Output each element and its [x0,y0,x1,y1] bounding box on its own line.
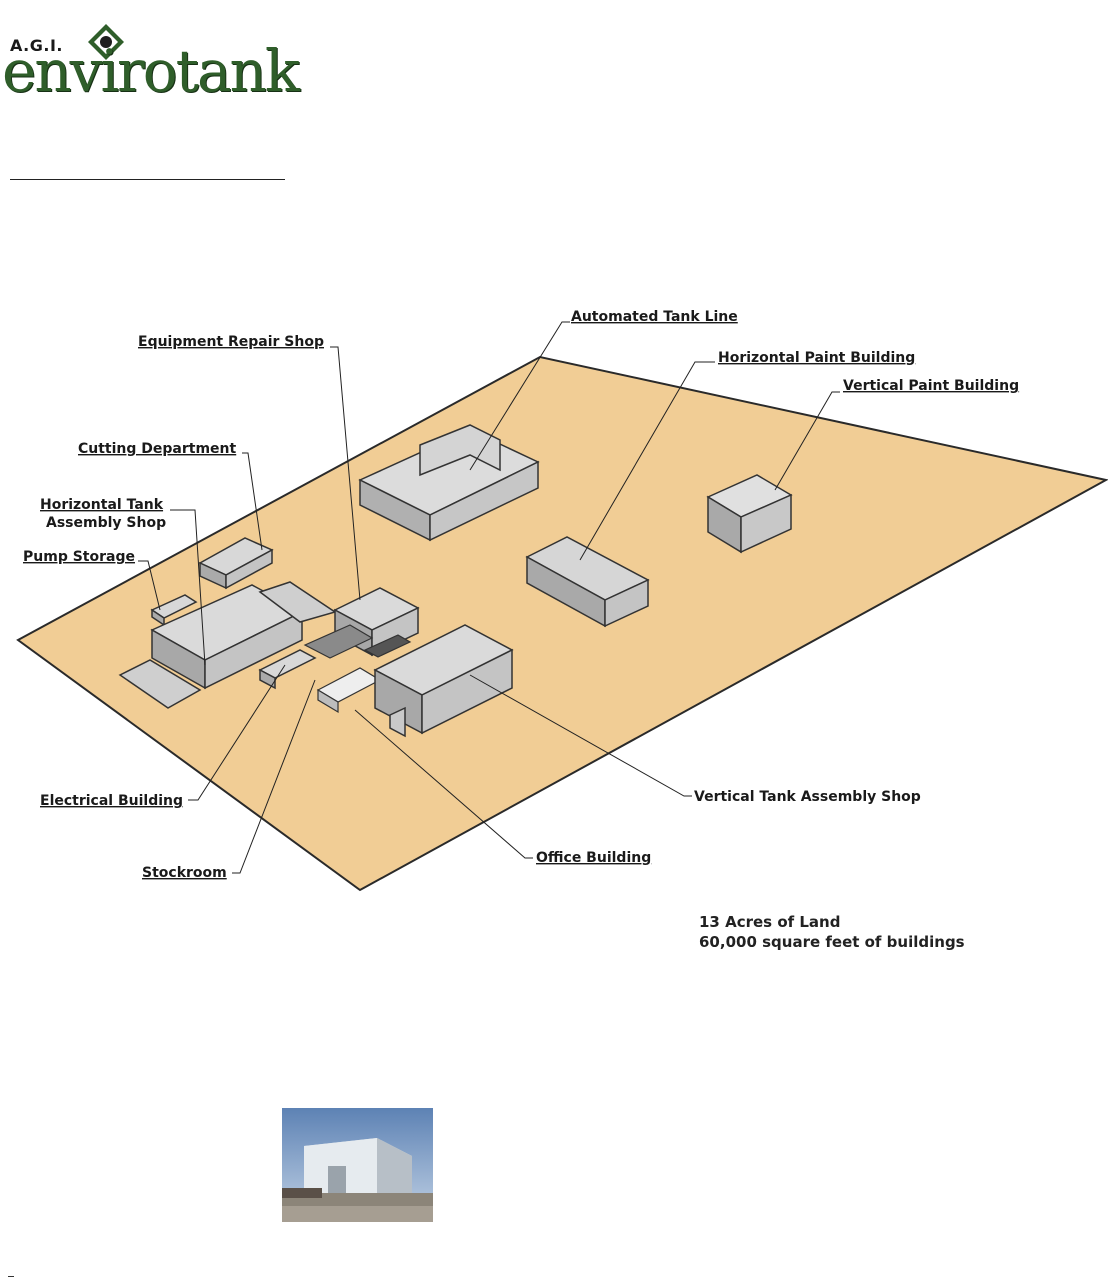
site-stats: 13 Acres of Land 60,000 square feet of b… [699,912,965,952]
building-horizontal-tank-assembly [118,581,337,709]
label-vertical-tank-assembly-shop: Vertical Tank Assembly Shop [694,789,921,805]
label-pump-storage: Pump Storage [23,549,135,565]
header-divider-link[interactable] [10,179,285,180]
label-horizontal-paint-building: Horizontal Paint Building [718,350,915,366]
label-vertical-paint-building: Vertical Paint Building [843,378,1019,394]
building-pump-storage [150,594,198,627]
leader-lines [138,321,840,874]
site-ground [16,355,1108,892]
building-office [303,624,412,714]
building-automated-tank-line [358,424,540,542]
building-electrical [258,649,317,690]
label-cutting-department: Cutting Department [78,441,237,457]
label-horizontal-tank-line1: Horizontal Tank [40,497,164,513]
stat-buildings: 60,000 square feet of buildings [699,933,965,951]
logo-prefix: A.G.I. [10,36,63,55]
envirotank-logo: A.G.I. envirotank [0,14,300,104]
building-photo-thumbnail[interactable] [282,1108,433,1222]
site-plan-svg: Automated Tank Line Equipment Repair Sho… [16,309,1108,892]
site-plan-diagram: Automated Tank Line Equipment Repair Sho… [0,290,1108,1050]
label-horizontal-tank-line2: Assembly Shop [46,515,166,531]
label-electrical-building: Electrical Building [40,793,183,809]
label-automated-tank-line: Automated Tank Line [571,309,738,325]
label-stockroom: Stockroom [142,865,227,881]
footer-dash [8,1276,14,1277]
stat-land: 13 Acres of Land [699,913,841,931]
label-office-building: Office Building [536,850,651,866]
building-vertical-paint [706,474,793,554]
diamond-circle-icon [88,24,124,60]
logo-wordmark: envirotank [2,37,300,105]
building-horizontal-paint [525,536,650,628]
building-vertical-tank-assembly [373,624,514,738]
label-equipment-repair-shop: Equipment Repair Shop [138,334,324,350]
building-cutting-department [198,537,274,590]
